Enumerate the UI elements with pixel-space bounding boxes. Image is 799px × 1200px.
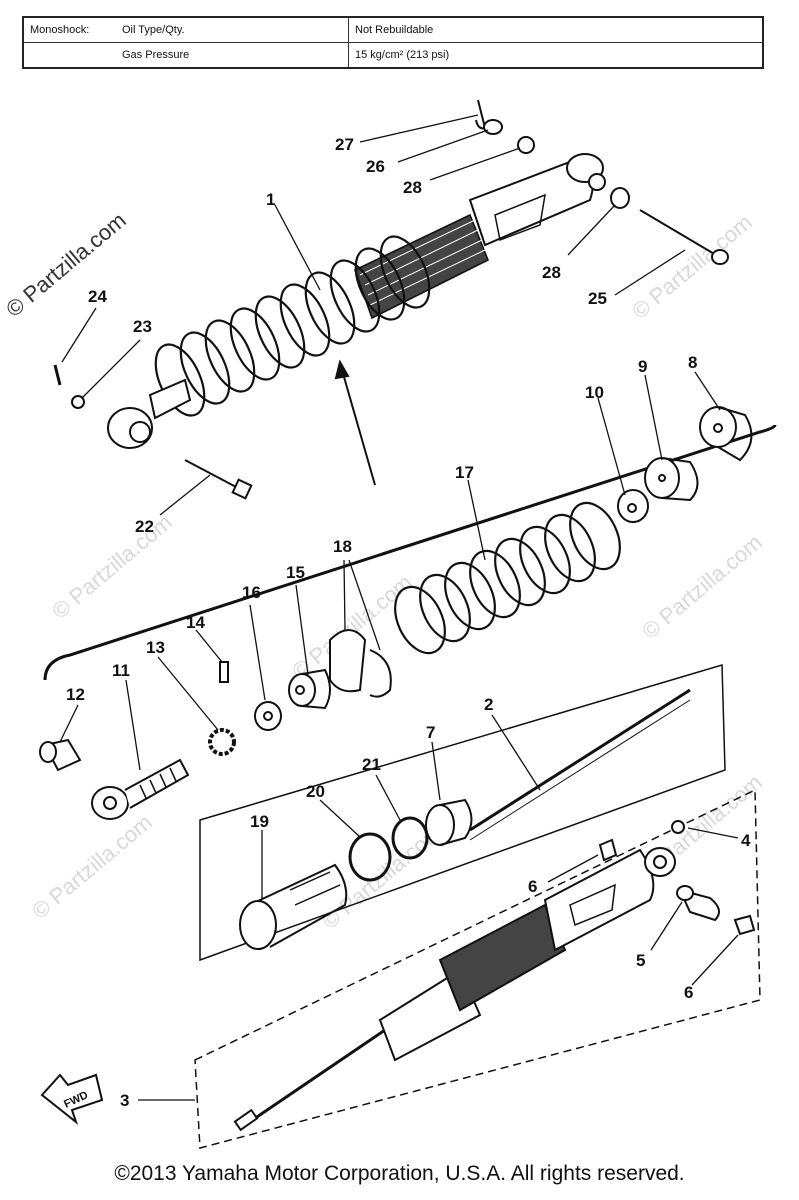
lower-components xyxy=(199,664,726,962)
spring-coils xyxy=(154,235,431,417)
spec-item: Oil Type/Qty. xyxy=(116,16,349,43)
watermark-group: © Partzilla.com © Partzilla.com © Partzi… xyxy=(1,207,767,933)
callout-20: 20 xyxy=(306,782,325,801)
watermark: © Partzilla.com xyxy=(27,809,157,923)
callout-6: 6 xyxy=(684,983,693,1002)
callout-6: 6 xyxy=(528,877,537,896)
callout-23: 23 xyxy=(133,317,152,336)
callout-9: 9 xyxy=(638,357,647,376)
spec-label xyxy=(22,42,116,69)
assembly-arrow xyxy=(334,359,376,486)
spec-table: Monoshock: Oil Type/Qty. Not Rebuildable… xyxy=(22,16,764,69)
callout-24: 24 xyxy=(88,287,107,306)
spec-row: Gas Pressure 15 kg/cm² (213 psi) xyxy=(22,42,764,69)
callout-17: 17 xyxy=(455,463,474,482)
callout-4: 4 xyxy=(741,831,751,850)
exploded-parts-middle xyxy=(39,406,753,820)
callout-18: 18 xyxy=(333,537,352,556)
spec-value: Not Rebuildable xyxy=(348,16,764,43)
callout-19: 19 xyxy=(250,812,269,831)
dust-boot xyxy=(354,213,490,320)
callout-numbers: 27 26 28 1 28 25 24 23 22 10 9 8 17 18 1… xyxy=(66,135,751,1110)
callout-22: 22 xyxy=(135,517,154,536)
callout-14: 14 xyxy=(186,613,205,632)
callout-25: 25 xyxy=(588,289,607,308)
callout-15: 15 xyxy=(286,563,305,582)
callout-2: 2 xyxy=(484,695,493,714)
copyright-notice: ©2013 Yamaha Motor Corporation, U.S.A. A… xyxy=(114,1162,685,1185)
callout-8: 8 xyxy=(688,353,697,372)
callout-27: 27 xyxy=(335,135,354,154)
watermark: © Partzilla.com xyxy=(47,509,177,623)
callout-10: 10 xyxy=(585,383,604,402)
spec-item: Gas Pressure xyxy=(116,42,349,69)
callout-16: 16 xyxy=(242,583,261,602)
callout-5: 5 xyxy=(636,951,645,970)
spec-row: Monoshock: Oil Type/Qty. Not Rebuildable xyxy=(22,16,764,43)
leader-lines xyxy=(59,114,739,1101)
callout-21: 21 xyxy=(362,755,381,774)
watermark: © Partzilla.com xyxy=(637,529,767,643)
callout-1: 1 xyxy=(266,190,275,209)
shock-assembly-top xyxy=(53,99,729,500)
callout-28: 28 xyxy=(403,178,422,197)
spec-value: 15 kg/cm² (213 psi) xyxy=(348,42,764,69)
callout-3: 3 xyxy=(120,1091,129,1110)
watermark-main: © Partzilla.com xyxy=(1,207,131,321)
callout-12: 12 xyxy=(66,685,85,704)
callout-7: 7 xyxy=(426,723,435,742)
section-bracket xyxy=(43,424,777,681)
callout-28: 28 xyxy=(542,263,561,282)
callout-11: 11 xyxy=(112,661,130,680)
shock-body-bottom xyxy=(40,788,761,1149)
spec-label: Monoshock: xyxy=(22,16,116,43)
callout-13: 13 xyxy=(146,638,165,657)
callout-26: 26 xyxy=(366,157,385,176)
watermark: © Partzilla.com xyxy=(627,209,757,323)
